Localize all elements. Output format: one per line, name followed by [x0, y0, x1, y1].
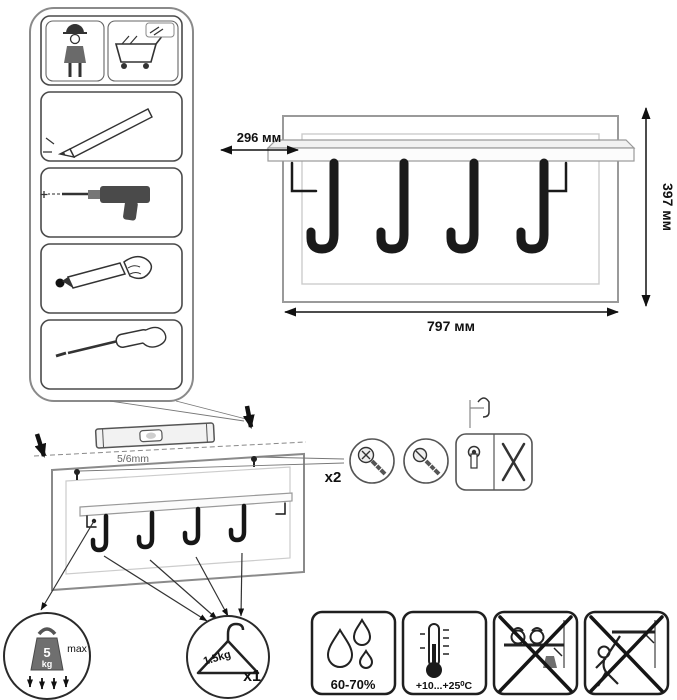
load-arrows-icon: [27, 676, 69, 690]
screwdriver-hand-icon: [40, 319, 183, 390]
cross-icon: [501, 442, 526, 482]
fastener-detail: x2: [325, 397, 533, 491]
shelf-max-label: max: [67, 643, 88, 655]
dimension-depth-label: 296 мм: [237, 130, 282, 145]
temperature-label: +10...+25⁰C: [416, 680, 473, 692]
tools-panel: [29, 7, 194, 402]
glue-dowel-icon: [40, 243, 183, 314]
screw-icon: [349, 438, 395, 484]
wall-panel: [51, 452, 305, 592]
screw-icon: [403, 438, 449, 484]
mounting-diagram: 5/6mm: [33, 400, 345, 622]
mounting-arrow-left: [34, 433, 47, 458]
humidity-box: 60-70%: [310, 610, 397, 696]
dimension-width-label: 797 мм: [427, 318, 475, 334]
shelf-max-unit: kg: [42, 659, 53, 669]
dimension-width: 797 мм: [284, 307, 619, 334]
hanger-icon: [196, 622, 260, 675]
product-shelf: [266, 139, 636, 162]
dimension-depth: 296 мм: [220, 130, 299, 155]
cross-icon: [498, 615, 573, 693]
shelf-load-limit: 5 kg max: [3, 612, 91, 700]
shelf-max-value: 5: [43, 645, 50, 660]
cross-icon: [589, 615, 664, 693]
humidity-icon: [326, 617, 374, 669]
no-climbing-box: [583, 610, 670, 696]
dimension-height-label: 397 мм: [660, 183, 676, 231]
no-overload-box: [492, 610, 579, 696]
temperature-box: +10...+25⁰C: [401, 610, 488, 696]
thermometer-icon: [420, 623, 449, 678]
mounting-arrow-right: [242, 405, 255, 429]
humidity-label: 60-70%: [331, 677, 376, 692]
hook-load-limit: 1.5kg x1: [186, 615, 270, 699]
dimension-height: 397 мм: [641, 107, 676, 307]
keyhole-bracket-icon: [455, 397, 533, 491]
spirit-level-icon: [94, 422, 216, 449]
drill-size-label: 5/6mm: [117, 453, 149, 465]
hanger-qty-label: x1: [243, 668, 261, 685]
product-hooks: [290, 158, 568, 254]
weight-icon: [30, 627, 64, 671]
worker-cart-icon: [40, 15, 183, 86]
product-illustration: 296 мм 397 мм 797 мм: [220, 107, 676, 334]
drill-icon: [40, 167, 183, 238]
pencil-icon: [40, 91, 183, 162]
fasteners-qty-label: x2: [325, 469, 342, 486]
